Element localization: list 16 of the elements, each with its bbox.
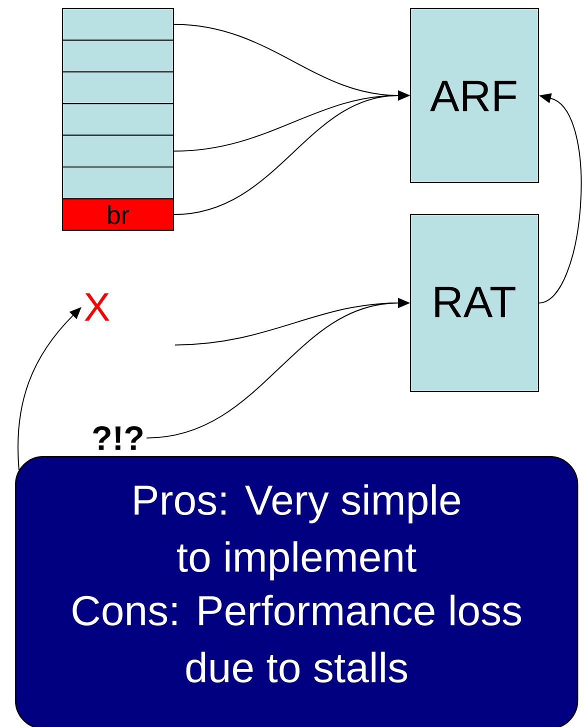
mark-text: X: [84, 293, 110, 321]
register-label: ARF: [430, 80, 516, 112]
table-cell: [62, 71, 174, 104]
register-label: RAT: [435, 286, 516, 318]
callout-box: Pros: Very simple to implement Cons: Performance loss due to stalls: [15, 456, 578, 727]
table-cell: [62, 166, 174, 200]
table-cell: [62, 134, 174, 168]
arrow: [538, 93, 582, 304]
question-text: ?!?: [93, 426, 142, 450]
table-cell: [62, 8, 174, 41]
register-box: [410, 214, 539, 392]
table-cell: br: [62, 198, 174, 231]
arrow: [18, 307, 82, 470]
table-cell: [62, 103, 174, 136]
register-box: [410, 8, 539, 183]
table-cell: [62, 40, 174, 72]
